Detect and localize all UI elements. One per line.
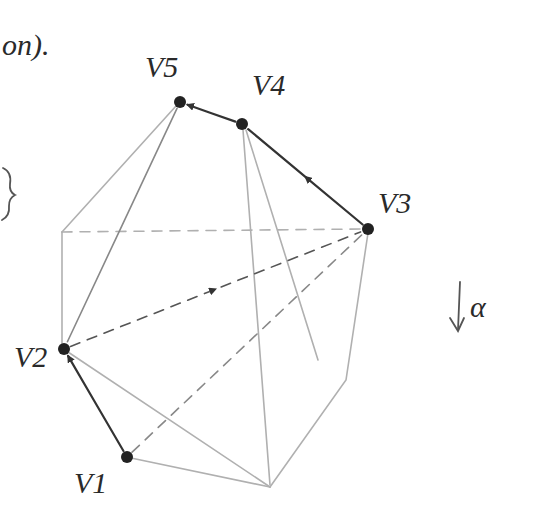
hidden-edge [62,229,362,232]
face-edge [246,130,318,360]
vertex-label: V4 [252,70,285,100]
face-edge [61,232,63,343]
vertex-point: V5 [174,96,186,108]
bracket [2,168,15,220]
vertex-edge [67,108,177,341]
vertex-edge [248,129,362,224]
vertex-edge [68,356,123,451]
direction-arrow [450,318,464,331]
vertex-point: V2 [58,343,70,355]
vertex-point: V3 [362,223,374,235]
vertex-edge [71,232,361,346]
vertex-point: V1 [121,451,133,463]
vertex-label: V5 [145,52,178,82]
note-fragment: on). [2,30,50,60]
vertex-label: V3 [378,188,411,218]
vertex-point: V4 [236,118,248,130]
face-edge [62,106,176,232]
vertex-edge [132,234,362,452]
face-edge [68,352,270,487]
direction-label: α [470,292,486,322]
vertex-edge [188,105,236,122]
vertex-label: V1 [74,468,107,498]
direction-arrow [458,282,460,330]
vertex-label: V2 [14,342,47,372]
face-edge [270,233,368,487]
face-edge [243,130,270,485]
